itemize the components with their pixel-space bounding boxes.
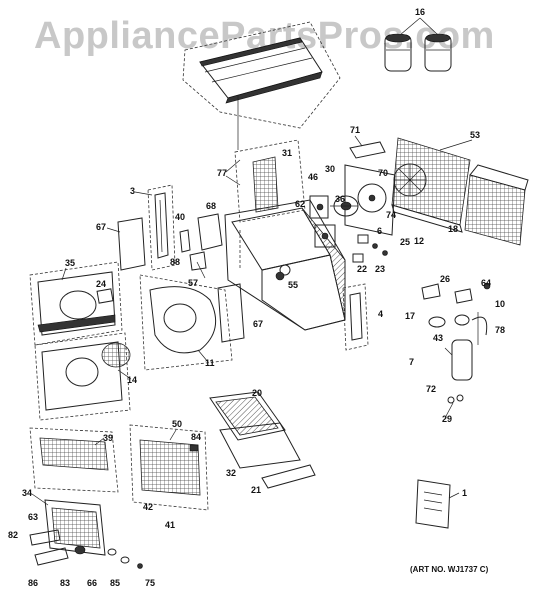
- label-26: 26: [440, 274, 450, 284]
- label-34: 34: [22, 488, 32, 498]
- label-88: 88: [170, 257, 180, 267]
- label-57: 57: [188, 278, 198, 288]
- label-70: 70: [378, 168, 388, 178]
- leader-lines: [31, 17, 473, 506]
- bracket-40-68: [179, 213, 223, 253]
- side-panel-67-left: [117, 217, 146, 271]
- art-number: (ART NO. WJ1737 C): [410, 565, 489, 574]
- label-74: 74: [386, 210, 396, 220]
- side-strip-4: [342, 283, 369, 351]
- label-75: 75: [145, 578, 155, 588]
- label-67b: 67: [253, 319, 263, 329]
- label-68: 68: [206, 201, 216, 211]
- fan-motor: [330, 195, 359, 217]
- main-chassis: [224, 199, 346, 331]
- grille-39: [29, 427, 119, 493]
- label-86: 86: [28, 578, 38, 588]
- label-85: 85: [110, 578, 120, 588]
- label-55: 55: [288, 280, 298, 290]
- part-84: [189, 444, 199, 452]
- label-35: 35: [65, 258, 75, 268]
- label-43: 43: [433, 333, 443, 343]
- heater-assembly-50: [129, 424, 209, 511]
- label-22: 22: [357, 264, 367, 274]
- label-83: 83: [60, 578, 70, 588]
- small-hardware: [352, 234, 388, 263]
- label-62: 62: [295, 199, 305, 209]
- front-panel-34: [44, 499, 106, 556]
- label-84: 84: [191, 432, 201, 442]
- bracket-88-57: [189, 251, 207, 279]
- label-14: 14: [127, 375, 137, 385]
- evaporator-coil-rear: [464, 164, 529, 246]
- label-21: 21: [251, 485, 261, 495]
- manual-booklet: [415, 479, 451, 529]
- square-24: [96, 288, 114, 304]
- control-box: [309, 195, 336, 248]
- label-12: 12: [414, 236, 424, 246]
- label-30: 30: [325, 164, 335, 174]
- label-18: 18: [448, 224, 458, 234]
- label-36: 36: [335, 194, 345, 204]
- label-39: 39: [103, 433, 113, 443]
- label-25: 25: [400, 237, 410, 247]
- bracket-71: [349, 141, 386, 159]
- label-72: 72: [426, 384, 436, 394]
- label-64: 64: [481, 278, 491, 288]
- refrigeration-parts: [421, 282, 491, 404]
- tray-32: [219, 422, 301, 469]
- label-78: 78: [495, 325, 505, 335]
- label-3: 3: [130, 186, 135, 196]
- condenser-fan: [393, 163, 427, 197]
- label-16: 16: [415, 7, 425, 17]
- label-1: 1: [462, 488, 467, 498]
- label-66: 66: [87, 578, 97, 588]
- group-77-outline: [234, 139, 306, 223]
- label-29: 29: [442, 414, 452, 424]
- label-32: 32: [226, 468, 236, 478]
- side-strip-3: [147, 184, 176, 271]
- label-77: 77: [217, 168, 227, 178]
- blower-housing-14: [34, 332, 131, 421]
- label-50: 50: [172, 419, 182, 429]
- label-4: 4: [378, 309, 383, 319]
- label-40: 40: [175, 212, 185, 222]
- part-labels: 16 53 71 31 77 30 70 46 3 40 68 62 36 74…: [8, 7, 505, 588]
- panel-31: [252, 156, 279, 213]
- label-20: 20: [252, 388, 262, 398]
- label-71: 71: [350, 125, 360, 135]
- label-11: 11: [205, 358, 215, 368]
- label-24: 24: [96, 279, 106, 289]
- side-panel-67-right: [217, 283, 245, 343]
- condenser-coil: [391, 137, 471, 233]
- label-82: 82: [8, 530, 18, 540]
- strip-21: [261, 464, 316, 489]
- label-31: 31: [282, 148, 292, 158]
- label-63: 63: [28, 512, 38, 522]
- label-17: 17: [405, 311, 415, 321]
- label-6: 6: [377, 226, 382, 236]
- label-10: 10: [495, 299, 505, 309]
- top-base-pan: [182, 21, 341, 150]
- label-42: 42: [143, 502, 153, 512]
- bottom-hardware: [29, 529, 143, 569]
- label-7: 7: [409, 357, 414, 367]
- label-67: 67: [96, 222, 106, 232]
- label-53: 53: [470, 130, 480, 140]
- part-55: [275, 271, 285, 281]
- blower-scroll: [139, 274, 233, 371]
- label-46: 46: [308, 172, 318, 182]
- label-41: 41: [165, 520, 175, 530]
- front-cover-35: [29, 261, 123, 346]
- label-23: 23: [375, 264, 385, 274]
